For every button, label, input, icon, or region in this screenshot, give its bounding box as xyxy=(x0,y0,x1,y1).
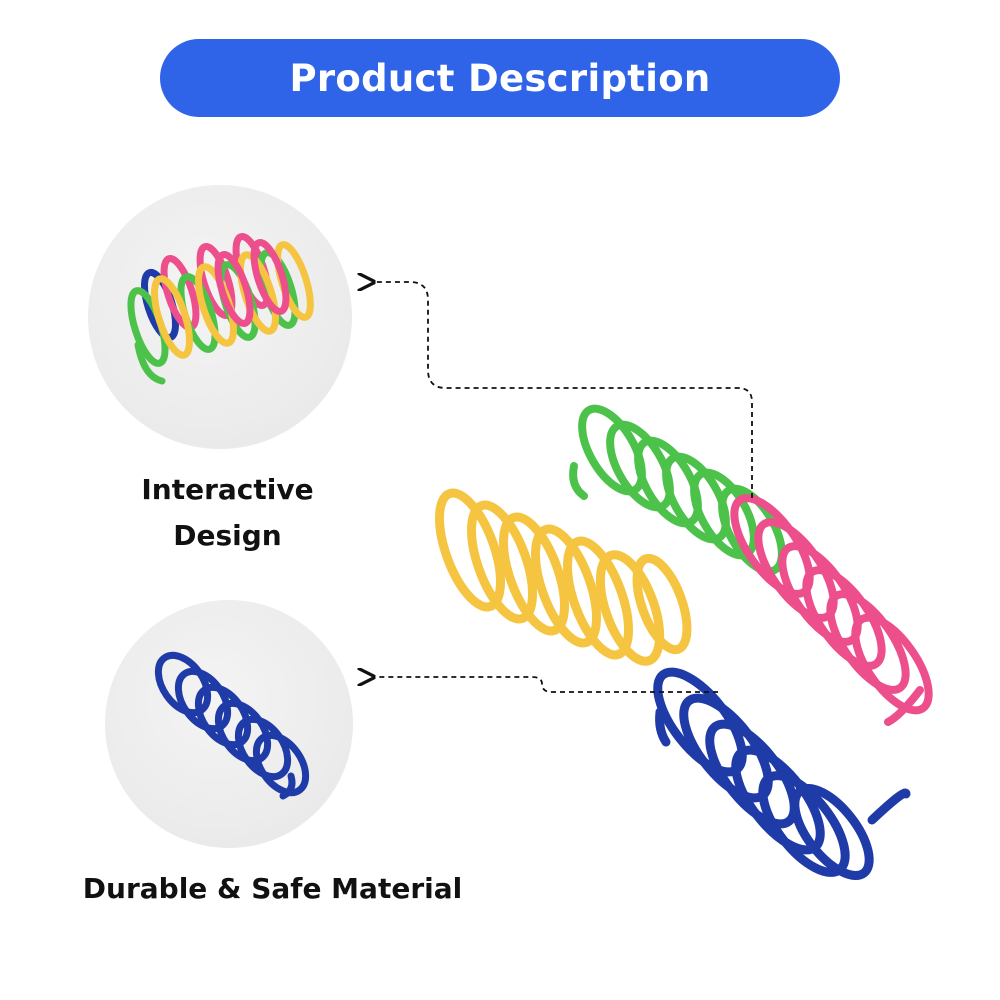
blue-spring xyxy=(653,667,911,881)
feature-image-durable xyxy=(105,600,353,848)
feature-image-interactive xyxy=(88,185,352,449)
feature-caption-line1: Interactive xyxy=(141,473,314,506)
yellow-spring xyxy=(435,488,692,666)
page-title: Product Description xyxy=(289,56,711,100)
feature-caption-durable: Durable & Safe Material xyxy=(40,866,505,912)
title-banner: Product Description xyxy=(160,39,840,117)
feature-caption-line2: Design xyxy=(173,519,282,552)
feature-caption-line1: Durable & Safe Material xyxy=(82,872,463,905)
callout-arrow-durable xyxy=(372,677,718,693)
multicolor-spring-bundle-icon xyxy=(127,233,314,385)
callout-arrow-interactive xyxy=(372,282,753,498)
blue-spring-icon xyxy=(154,651,310,800)
pink-spring xyxy=(730,494,933,726)
feature-caption-interactive: Interactive Design xyxy=(95,467,360,559)
